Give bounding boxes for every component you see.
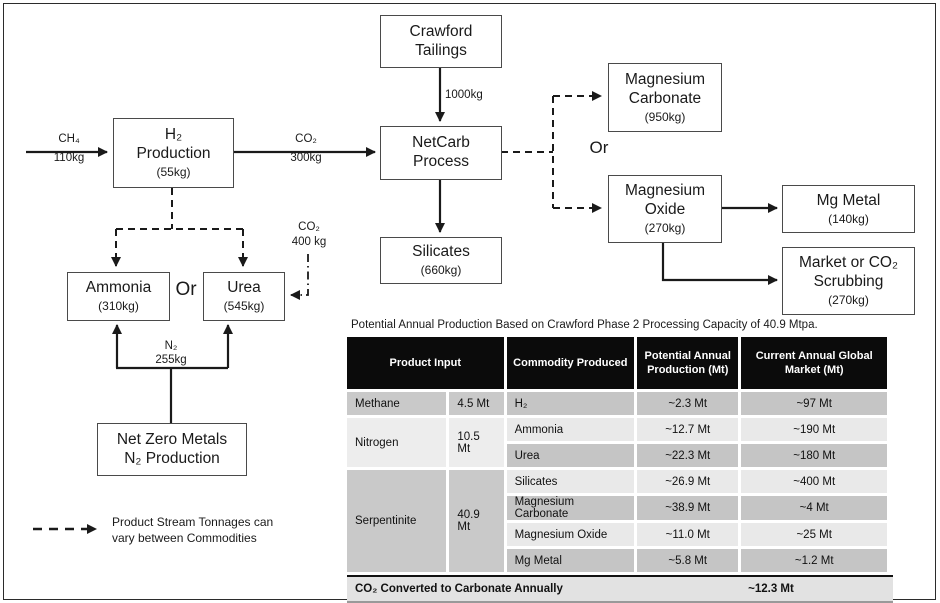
edge-label-co2-urea-amount: 400 kg xyxy=(291,236,327,248)
column-header-commodity: Commodity Produced xyxy=(506,337,635,389)
production-table: Product Input Commodity Produced Potenti… xyxy=(344,334,890,575)
potential-production-cell: ~11.0 Mt xyxy=(637,523,739,546)
box-label: Production xyxy=(136,145,211,163)
global-market-cell: ~190 Mt xyxy=(741,418,887,441)
potential-production-cell: ~12.7 Mt xyxy=(637,418,739,441)
commodity-cell: Magnesium Oxide xyxy=(506,523,635,546)
box-amount: (545kg) xyxy=(223,299,265,314)
potential-production-cell: ~26.9 Mt xyxy=(637,470,739,493)
box-amount: (55kg) xyxy=(156,165,191,180)
potential-production-cell: ~5.8 Mt xyxy=(637,549,739,572)
edge-label-co2-amount: 300kg xyxy=(290,152,322,164)
commodity-cell: Ammonia xyxy=(506,418,635,441)
box-label: Process xyxy=(413,153,469,170)
edge-label-ch4: CH₄ xyxy=(58,133,80,145)
global-market-cell: ~97 Mt xyxy=(741,392,887,415)
table-row: Mg Metal~5.8 Mt~1.2 Mt xyxy=(347,549,887,572)
box-market-co2-scrubbing: Market or CO₂ Scrubbing (270kg) xyxy=(782,247,915,315)
box-net-zero-metals: Net Zero Metals N₂ Production xyxy=(97,423,247,476)
input-amount-cell: 10.5 Mt xyxy=(449,418,504,467)
edge-label-co2: CO₂ xyxy=(295,133,317,145)
box-label: Market or CO₂ xyxy=(798,254,899,272)
input-amount-cell: 4.5 Mt xyxy=(449,392,504,415)
table-row: Urea~22.3 Mt~180 Mt xyxy=(347,444,887,467)
box-silicates: Silicates (660kg) xyxy=(380,237,502,284)
table-footer-row: CO₂ Converted to Carbonate Annually ~12.… xyxy=(347,575,893,603)
global-market-cell: ~1.2 Mt xyxy=(741,549,887,572)
commodity-cell: H₂ xyxy=(506,392,635,415)
arrow-mgoxide-to-market xyxy=(661,242,778,285)
input-name-cell: Serpentinite xyxy=(347,470,447,572)
box-label: H₂ xyxy=(164,126,183,144)
legend-line: Product Stream Tonnages can xyxy=(112,515,274,529)
box-label: Net Zero Metals xyxy=(116,430,228,448)
box-label: N₂ Production xyxy=(124,449,220,467)
box-amount: (270kg) xyxy=(828,293,869,308)
global-market-cell: ~180 Mt xyxy=(741,444,887,467)
global-market-cell: ~400 Mt xyxy=(741,470,887,493)
potential-production-cell: ~38.9 Mt xyxy=(637,496,739,520)
box-ammonia: Ammonia (310kg) xyxy=(67,272,170,321)
box-urea: Urea (545kg) xyxy=(203,272,285,321)
global-market-cell: ~4 Mt xyxy=(741,496,887,520)
global-market-cell: ~25 Mt xyxy=(741,523,887,546)
box-amount: (270kg) xyxy=(644,221,686,236)
box-netcarb-process: NetCarb Process xyxy=(380,126,502,180)
box-h2-production: H₂ Production (55kg) xyxy=(113,118,234,188)
or-label-right: Or xyxy=(589,138,609,157)
box-label: Carbonate xyxy=(628,89,702,107)
box-amount: (140kg) xyxy=(828,211,869,226)
table-row: Magnesium Carbonate~38.9 Mt~4 Mt xyxy=(347,496,887,520)
input-name-cell: Nitrogen xyxy=(347,418,447,467)
edge-label-ch4-amount: 110kg xyxy=(53,152,85,164)
box-label: Tailings xyxy=(415,41,467,59)
box-magnesium-carbonate: Magnesium Carbonate (950kg) xyxy=(608,63,722,132)
legend-text: Product Stream Tonnages can vary between… xyxy=(112,515,273,546)
edge-label-n2: N₂ xyxy=(164,340,178,352)
table-title: Potential Annual Production Based on Cra… xyxy=(351,319,818,331)
box-label: Mg Metal xyxy=(816,191,881,209)
legend-line: vary between Commodities xyxy=(112,530,257,545)
box-amount: (660kg) xyxy=(420,263,462,278)
box-crawford-tailings: Crawford Tailings xyxy=(380,15,502,68)
potential-production-cell: ~22.3 Mt xyxy=(637,444,739,467)
production-table-section: Potential Annual Production Based on Cra… xyxy=(347,319,893,603)
table-row: Magnesium Oxide~11.0 Mt~25 Mt xyxy=(347,523,887,546)
edge-label-tailings-amount: 1000kg xyxy=(445,89,483,101)
commodity-cell: Magnesium Carbonate xyxy=(506,496,635,520)
box-label: Urea xyxy=(227,279,261,297)
edge-label-n2-amount: 255kg xyxy=(155,354,187,366)
commodity-cell: Mg Metal xyxy=(506,549,635,572)
box-mg-metal: Mg Metal (140kg) xyxy=(782,185,915,233)
or-label-left: Or xyxy=(175,279,197,300)
input-name-cell: Methane xyxy=(347,392,447,415)
commodity-cell: Urea xyxy=(506,444,635,467)
commodity-cell: Silicates xyxy=(506,470,635,493)
box-amount: (950kg) xyxy=(644,109,686,124)
column-header-market: Current Annual Global Market (Mt) xyxy=(741,337,887,389)
footer-label: CO₂ Converted to Carbonate Annually xyxy=(355,583,563,595)
footer-value: ~12.3 Mt xyxy=(748,583,794,595)
box-label: Scrubbing xyxy=(813,273,884,291)
table-header-row: Product Input Commodity Produced Potenti… xyxy=(347,337,887,389)
box-label: Magnesium xyxy=(624,70,706,88)
column-header-product-input: Product Input xyxy=(347,337,504,389)
edge-label-co2-urea: CO₂ xyxy=(298,221,320,233)
column-header-potential: Potential Annual Production (Mt) xyxy=(637,337,739,389)
box-label: Ammonia xyxy=(85,279,152,297)
potential-production-cell: ~2.3 Mt xyxy=(637,392,739,415)
box-label: Silicates xyxy=(412,243,470,261)
input-amount-cell: 40.9 Mt xyxy=(449,470,504,572)
box-label: Crawford xyxy=(409,22,473,40)
box-amount: (310kg) xyxy=(98,299,139,314)
box-label: Magnesium xyxy=(624,182,706,200)
box-magnesium-oxide: Magnesium Oxide (270kg) xyxy=(608,175,722,243)
box-label: NetCarb xyxy=(412,134,470,152)
box-label: Oxide xyxy=(644,201,686,219)
arrow-co2-to-urea xyxy=(290,254,309,300)
